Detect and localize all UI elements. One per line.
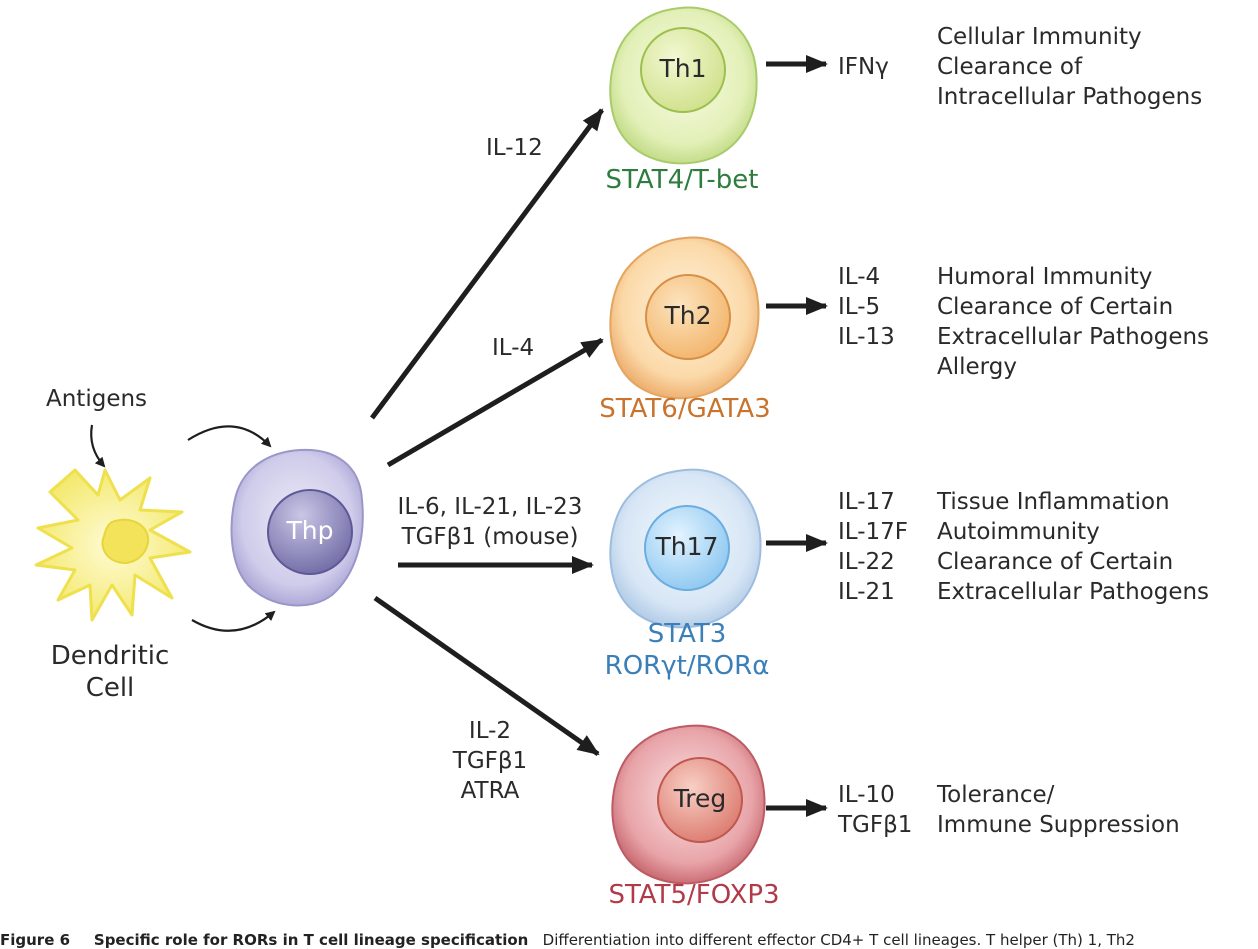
th17-input-cytokines: IL-6, IL-21, IL-23 TGFβ1 (mouse): [380, 492, 600, 552]
th17-function-item: Clearance of Certain: [937, 549, 1174, 575]
th2-functions: Humoral Immunity Clearance of Certain Ex…: [937, 262, 1209, 382]
treg-cell-nucleus: [657, 757, 743, 843]
treg-input-line1: IL-2: [468, 718, 512, 744]
th17-input-line2: TGFβ1 (mouse): [401, 524, 579, 550]
figure-caption-text: Differentiation into different effector …: [542, 931, 1135, 949]
th1-cell-nucleus: [640, 27, 726, 113]
th1-function-item: Clearance of: [937, 54, 1083, 80]
th2-output-item: IL-5: [838, 294, 881, 320]
figure-caption-label: Figure 6: [0, 931, 71, 949]
th2-cell: [609, 236, 760, 400]
th2-output-item: IL-4: [838, 264, 881, 290]
thp-cell: [230, 448, 364, 607]
th17-cell: [609, 468, 762, 629]
treg-input-cytokines: IL-2 TGFβ1 ATRA: [440, 716, 540, 806]
dendritic-cell-nucleus: [101, 518, 150, 564]
treg-output-item: IL-10: [838, 782, 895, 808]
antigens-label: Antigens: [46, 386, 148, 412]
th2-output-item: IL-13: [838, 324, 895, 350]
th17-function-item: Extracellular Pathogens: [937, 579, 1210, 605]
th17-output-item: IL-17: [838, 489, 895, 515]
treg-input-line3: ATRA: [460, 778, 520, 804]
th17-outputs: IL-17 IL-17F IL-22 IL-21: [838, 487, 908, 607]
thp-cell-nucleus: [267, 489, 353, 575]
arrow-to-treg: [373, 595, 600, 757]
th2-function-item: Clearance of Certain: [937, 294, 1174, 320]
th17-tf-line2: RORγt/RORα: [604, 651, 770, 681]
thp-label: Thp: [286, 516, 334, 545]
arrow-to-th2: [386, 337, 604, 468]
th2-label: Th2: [664, 301, 712, 330]
th2-function-item: Extracellular Pathogens: [937, 324, 1210, 350]
th17-tf-line1: STAT3: [647, 619, 727, 649]
th2-cell-nucleus: [645, 274, 731, 360]
th1-cell: [609, 6, 758, 165]
treg-functions: Tolerance/ Immune Suppression: [937, 780, 1180, 840]
th1-input-cytokine: IL-12: [486, 135, 543, 161]
antigen-arrow: [90, 424, 106, 468]
figure-caption-title: Specific role for RORs in T cell lineage…: [93, 931, 529, 949]
th1-function-item: Intracellular Pathogens: [937, 84, 1203, 110]
treg-output-item: TGFβ1: [838, 812, 913, 838]
th1-transcription-factors: STAT4/T-bet: [605, 165, 759, 195]
th17-cell-nucleus: [644, 505, 730, 591]
th17-transcription-factors: STAT3 RORγt/RORα: [582, 618, 792, 682]
th1-output-item: IFNγ: [838, 54, 889, 80]
th17-functions: Tissue Inflammation Autoimmunity Clearan…: [937, 487, 1209, 607]
dendritic-cell-label-line1: Dendritic: [50, 641, 170, 671]
th17-label: Th17: [655, 532, 719, 561]
treg-function-item: Tolerance/: [937, 782, 1055, 808]
th2-input-cytokine: IL-4: [492, 335, 535, 361]
dendritic-cell-label: Dendritic Cell: [40, 640, 180, 704]
dendritic-cell: [34, 468, 192, 622]
dendritic-cell-label-line2: Cell: [85, 673, 135, 703]
treg-input-line2: TGFβ1: [452, 748, 528, 774]
treg-outputs: IL-10 TGFβ1: [838, 780, 912, 840]
arrow-to-th1: [369, 108, 605, 420]
th17-output-item: IL-17F: [838, 519, 908, 545]
th17-input-line1: IL-6, IL-21, IL-23: [397, 494, 583, 520]
th2-outputs: IL-4 IL-5 IL-13: [838, 262, 895, 352]
dc-to-thp-arrow-bottom: [191, 610, 276, 632]
th2-function-item: Allergy: [937, 354, 1017, 380]
th1-functions: Cellular Immunity Clearance of Intracell…: [937, 22, 1202, 112]
th1-function-item: Cellular Immunity: [937, 24, 1142, 50]
figure-caption: Figure 6 Specific role for RORs in T cel…: [0, 931, 1135, 949]
th17-output-item: IL-21: [838, 579, 895, 605]
th1-label: Th1: [659, 54, 707, 83]
th17-function-item: Tissue Inflammation: [937, 489, 1170, 515]
treg-label: Treg: [673, 784, 727, 813]
th17-function-item: Autoimmunity: [937, 519, 1100, 545]
th2-transcription-factors: STAT6/GATA3: [599, 394, 771, 424]
treg-function-item: Immune Suppression: [937, 812, 1180, 838]
treg-transcription-factors: STAT5/FOXP3: [608, 880, 780, 910]
th17-output-item: IL-22: [838, 549, 895, 575]
th2-function-item: Humoral Immunity: [937, 264, 1153, 290]
dc-to-thp-arrow-top: [187, 425, 272, 448]
th1-outputs: IFNγ: [838, 52, 889, 82]
treg-cell: [611, 724, 766, 885]
